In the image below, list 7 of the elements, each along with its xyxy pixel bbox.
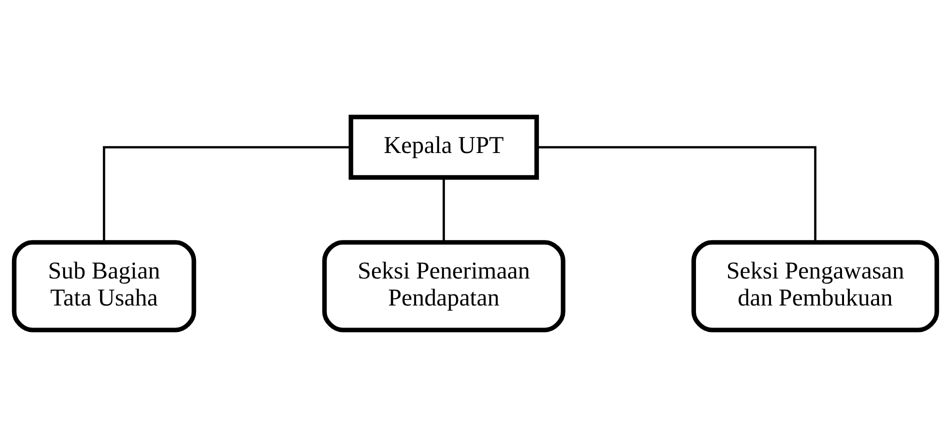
node-box: Seksi Penerimaan Pendapatan — [322, 240, 566, 332]
node-box: Seksi Pengawasan dan Pembukuan — [691, 240, 940, 332]
connector — [442, 178, 445, 242]
connector — [102, 146, 350, 242]
node-box: Kepala UPT — [348, 114, 539, 180]
node-box: Sub Bagian Tata Usaha — [12, 240, 196, 332]
connector — [537, 146, 816, 242]
